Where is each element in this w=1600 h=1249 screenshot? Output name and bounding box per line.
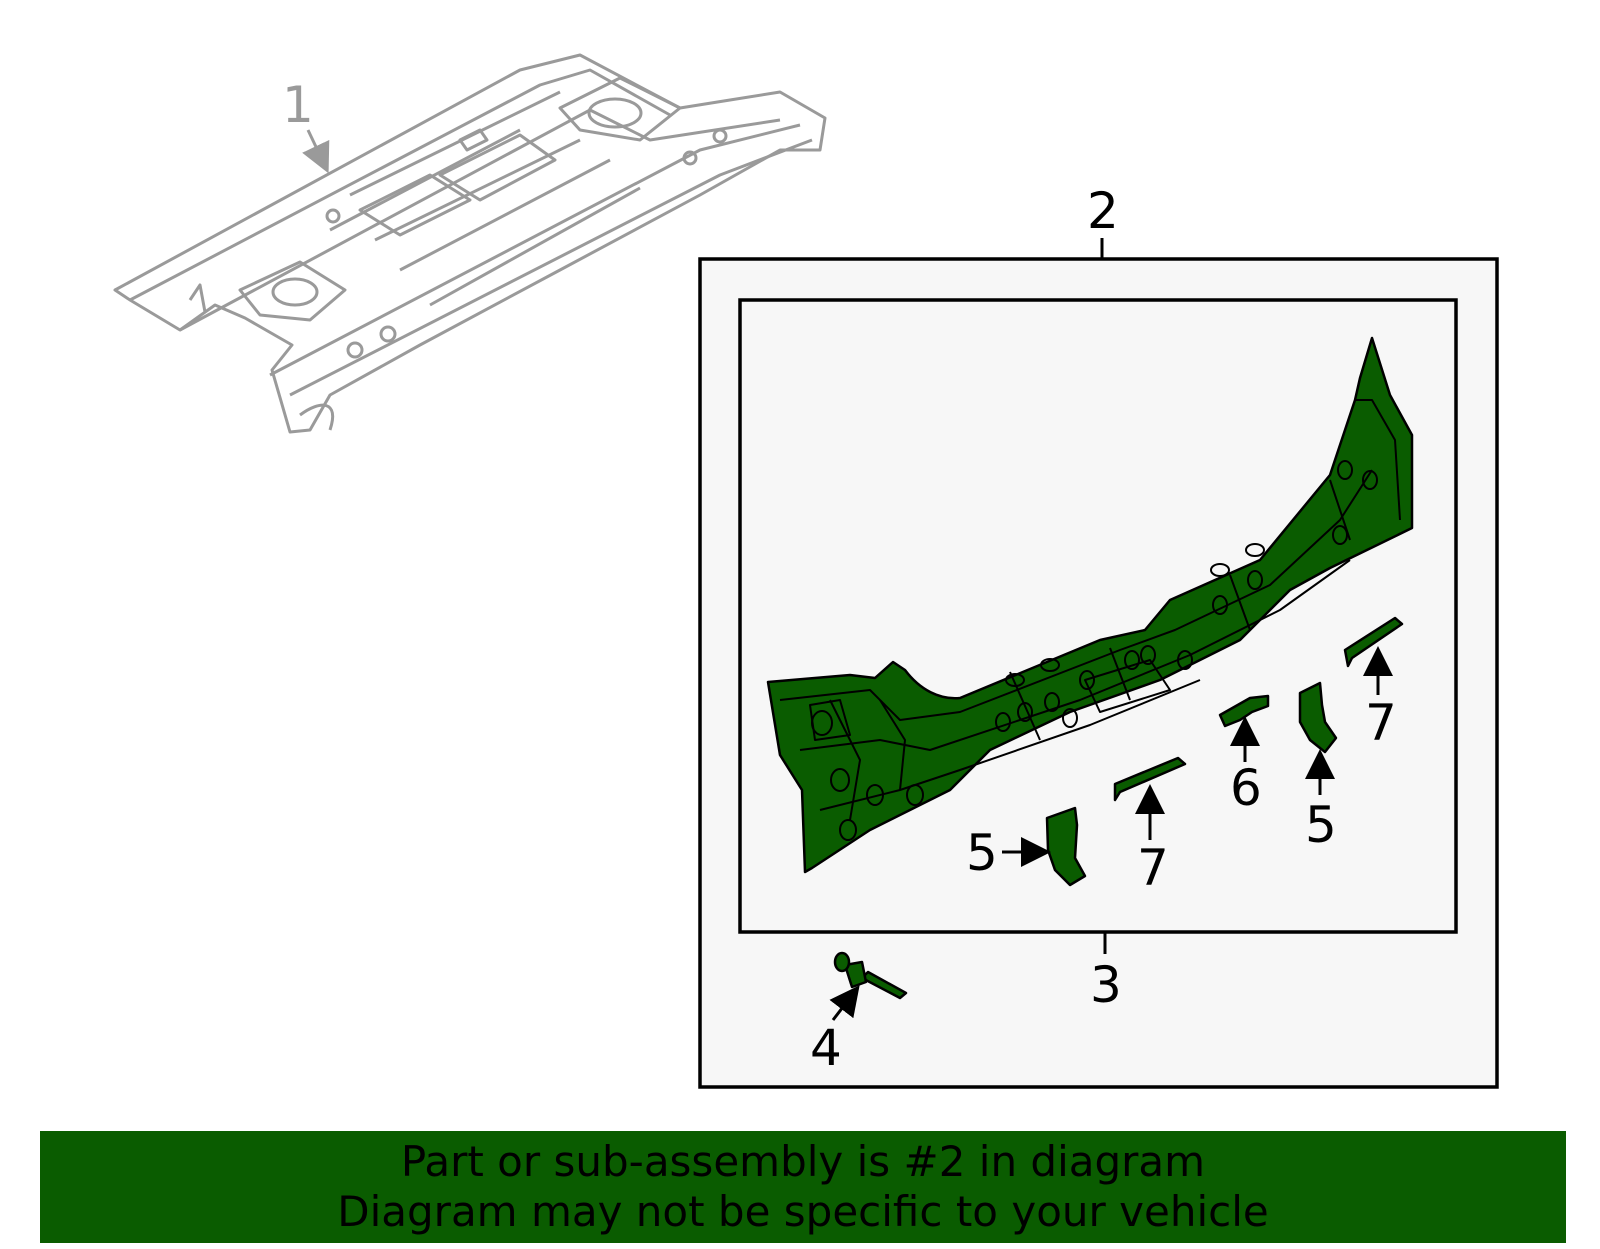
callout-5b: 5 bbox=[1305, 796, 1337, 854]
callout-4: 4 bbox=[810, 1019, 842, 1077]
callout-7b: 7 bbox=[1365, 694, 1397, 752]
banner-line-1: Part or sub-assembly is #2 in diagram bbox=[400, 1137, 1206, 1186]
info-banner: Part or sub-assembly is #2 in diagram Di… bbox=[40, 1131, 1566, 1243]
callout-1: 1 bbox=[282, 76, 314, 134]
part-7-strip-right bbox=[1343, 616, 1404, 668]
part-5-bracket-right bbox=[1298, 681, 1338, 754]
banner-line-2: Diagram may not be specific to your vehi… bbox=[337, 1187, 1269, 1236]
part-1-floor-panel bbox=[113, 53, 827, 434]
part-7-strip-middle bbox=[1113, 756, 1187, 802]
callout-2: 2 bbox=[1087, 182, 1119, 240]
callout-7a: 7 bbox=[1137, 839, 1169, 897]
callout-5a: 5 bbox=[966, 824, 998, 882]
callout-4-arrow bbox=[829, 985, 860, 1021]
callout-6: 6 bbox=[1230, 759, 1262, 817]
part-3-rear-panel bbox=[766, 336, 1414, 874]
callout-1-arrow bbox=[302, 129, 330, 174]
callout-3: 3 bbox=[1090, 956, 1122, 1014]
part-4-stud-bolt bbox=[833, 951, 908, 1000]
